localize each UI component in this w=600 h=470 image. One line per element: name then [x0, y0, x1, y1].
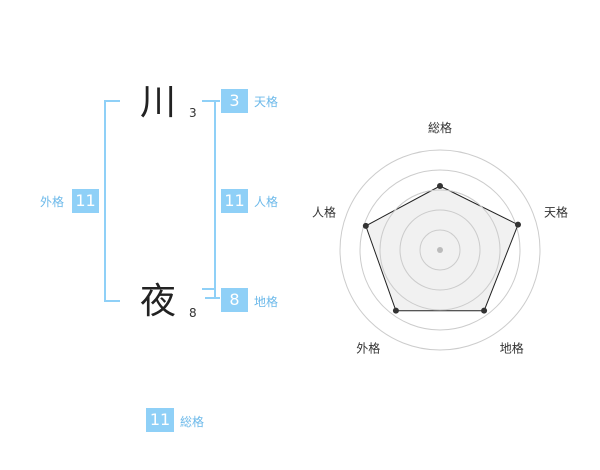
radar-axis-label: 外格 — [356, 341, 380, 356]
jinkaku-value: 11 — [221, 189, 248, 213]
tenkaku-label: 天格 — [254, 95, 279, 109]
gaikaku-label: 外格 — [40, 195, 65, 209]
jinkaku-label: 人格 — [254, 195, 279, 209]
radar-ring-3 — [359, 169, 521, 331]
radar-inner-ring-2 — [399, 209, 481, 291]
stroke-count-bottom: 8 — [189, 306, 197, 320]
radar-axis-label: 人格 — [312, 204, 336, 219]
radar-point-2 — [514, 221, 521, 228]
soukaku-value: 11 — [146, 408, 174, 432]
radar-ring-4 — [339, 149, 541, 351]
tenkaku-value: 3 — [221, 89, 248, 113]
radar-point-4 — [392, 307, 399, 314]
chikaku-label: 地格 — [254, 295, 279, 309]
chikaku-connector-v — [214, 286, 216, 298]
chikaku-connector — [205, 297, 220, 299]
chikaku-value: 8 — [221, 288, 248, 312]
jinkaku-bracket — [202, 100, 216, 290]
radar-inner-ring-1 — [419, 229, 461, 271]
radar-point-1 — [437, 183, 443, 189]
radar-point-5 — [362, 222, 369, 229]
gaikaku-bracket — [104, 100, 120, 302]
radar-center — [437, 247, 443, 253]
kanji-char-top: 川 — [140, 82, 177, 123]
gaikaku-value: 11 — [72, 189, 99, 213]
tenkaku-connector — [214, 100, 220, 102]
radar-axis-label: 天格 — [544, 204, 568, 219]
soukaku-label: 総格 — [180, 415, 205, 429]
radar-axis-label: 総格 — [428, 120, 452, 135]
radar-inner-ring-3 — [379, 189, 501, 311]
kanji-char-bottom: 夜 — [140, 281, 177, 322]
radar-point-3 — [481, 307, 488, 314]
radar-axis-label: 地格 — [500, 341, 524, 356]
stroke-count-top: 3 — [189, 106, 197, 120]
